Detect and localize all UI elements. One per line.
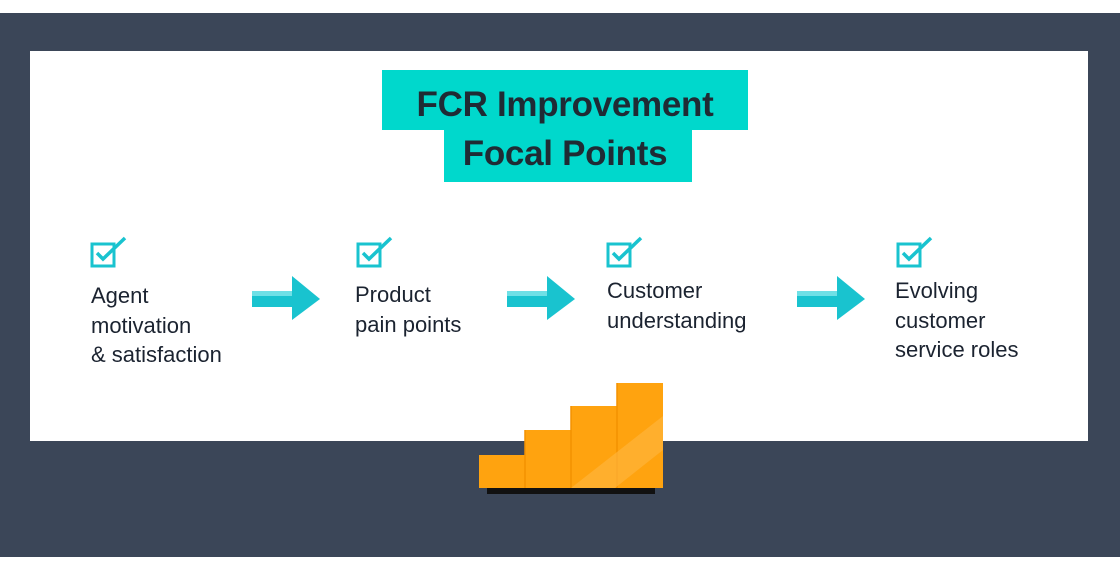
title-line-2: Focal Points xyxy=(462,134,668,173)
checkbox-icon xyxy=(356,236,393,268)
step-label-customer: Customer understanding xyxy=(607,278,747,333)
step-label-agent: Agent motivation & satisfaction xyxy=(91,283,222,367)
checkbox-icon xyxy=(896,236,933,268)
title-highlight-bottom xyxy=(444,122,692,182)
page-title: FCR Improvement Focal Points xyxy=(382,80,748,178)
step-label-evolving: Evolving customer service roles xyxy=(895,278,1019,362)
title-line-1: FCR Improvement xyxy=(416,85,714,124)
title-highlight-top xyxy=(382,70,748,130)
arrow-right-icon xyxy=(507,276,575,320)
checkbox-icon xyxy=(606,236,643,268)
arrow-right-icon xyxy=(252,276,320,320)
step-label-product: Product pain points xyxy=(355,282,462,337)
stairs-illustration xyxy=(479,383,663,494)
checkbox-icon xyxy=(90,236,127,268)
arrow-right-icon xyxy=(797,276,865,320)
